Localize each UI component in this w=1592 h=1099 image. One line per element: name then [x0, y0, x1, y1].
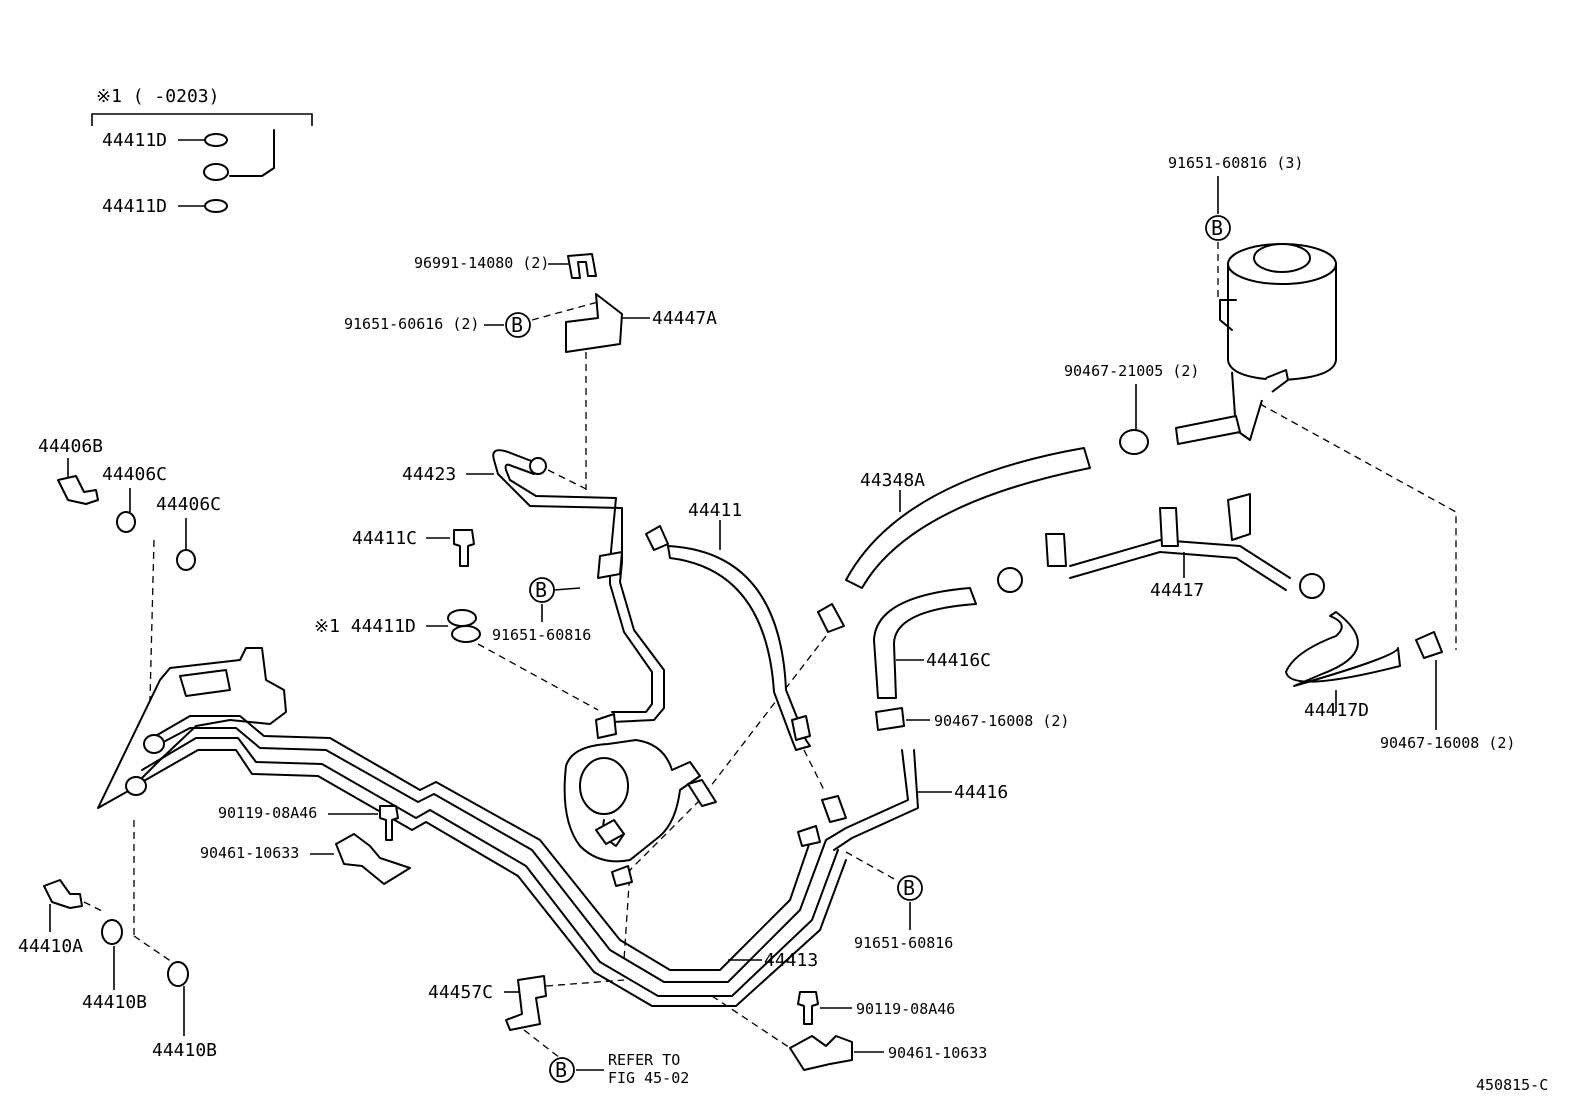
- label-44416c: 44416C: [926, 650, 991, 671]
- pressure-tube-44413-icon: [125, 715, 847, 1007]
- tube-clamp-icon: [789, 1035, 853, 1071]
- hose-44417d-icon: [1285, 611, 1401, 687]
- label-44410b-b: 44410B: [152, 1040, 217, 1061]
- hose-44348a-icon: [845, 447, 1091, 589]
- label-44410b-a: 44410B: [82, 992, 147, 1013]
- label-90119-08a46-a: 90119-08A46: [218, 804, 317, 822]
- gasket-pair-icon: [447, 609, 481, 643]
- clip-icon: [567, 253, 597, 279]
- callout-b-4: B: [897, 875, 923, 901]
- gasket-icon: [101, 919, 123, 945]
- callout-b-1: B: [505, 312, 531, 338]
- label-44417d: 44417D: [1304, 700, 1369, 721]
- label-44413: 44413: [764, 950, 818, 971]
- union-bolt-icon: [57, 475, 99, 505]
- hose-clamp-icon: [1415, 631, 1443, 659]
- inset-label-44411d-top: 44411D: [102, 130, 167, 151]
- inset-variant-box: ※1 ( -0203) 44411D 44411D: [91, 86, 313, 217]
- union-bolt-eye-icon: [203, 163, 229, 181]
- label-96991-14080: 96991-14080 (2): [414, 254, 549, 272]
- callout-letter: B: [555, 1058, 567, 1082]
- gasket-icon: [176, 549, 196, 571]
- hose-clamp-icon: [1299, 573, 1325, 599]
- union-bolt-icon: [43, 879, 83, 909]
- label-44406b: 44406B: [38, 436, 103, 457]
- callout-b-5: B: [549, 1057, 575, 1083]
- callout-letter: B: [511, 313, 523, 337]
- reservoir-tank-icon: [1175, 243, 1337, 445]
- label-44406c-b: 44406C: [156, 494, 221, 515]
- hose-44416c-icon: [873, 587, 977, 699]
- callout-b-3: B: [529, 577, 555, 603]
- pressure-pipe-44416-icon: [797, 749, 919, 851]
- label-44406c-a: 44406C: [102, 464, 167, 485]
- label-44410a: 44410A: [18, 936, 83, 957]
- gasket-icon: [204, 199, 228, 213]
- bolt-icon: [797, 991, 819, 1025]
- label-44447a: 44447A: [652, 308, 717, 329]
- callout-letter: B: [535, 578, 547, 602]
- label-44416: 44416: [954, 782, 1008, 803]
- bracket-icon: [597, 551, 623, 579]
- refer-to-line2: FIG 45-02: [608, 1069, 689, 1087]
- pressure-pipe-44423-icon: [492, 449, 665, 739]
- refer-to-line1: REFER TO: [608, 1051, 680, 1069]
- label-44411c: 44411C: [352, 528, 417, 549]
- gasket-icon: [116, 511, 136, 533]
- label-91651-60816-a: 91651-60816: [492, 626, 591, 644]
- label-91651-60816-b: 91651-60816: [854, 934, 953, 952]
- tube-clamp-icon: [335, 833, 411, 885]
- hose-clamp-icon: [1119, 429, 1149, 455]
- label-44457c: 44457C: [428, 982, 493, 1003]
- callout-letter: B: [903, 876, 915, 900]
- label-44423: 44423: [402, 464, 456, 485]
- return-pipe-44417-icon: [1045, 493, 1291, 591]
- hose-clamp-icon: [875, 707, 905, 731]
- gasket-icon: [204, 133, 228, 147]
- label-44411d-main: ※1 44411D: [314, 616, 416, 637]
- bracket-44447a-icon: [565, 293, 623, 353]
- label-91651-60816-3: 91651-60816 (3): [1168, 154, 1303, 172]
- label-91651-60616: 91651-60616 (2): [344, 315, 479, 333]
- hose-clamp-icon: [817, 603, 845, 633]
- bolt-icon: [379, 805, 399, 841]
- label-44348a: 44348A: [860, 470, 925, 491]
- bolt-icon: [453, 529, 475, 567]
- label-90467-16008-a: 90467-16008 (2): [934, 712, 1069, 730]
- inset-label-44411d-bottom: 44411D: [102, 196, 167, 217]
- callout-letter: B: [1211, 216, 1223, 240]
- label-44411: 44411: [688, 500, 742, 521]
- label-90461-10633-b: 90461-10633: [888, 1044, 987, 1062]
- power-steering-pump-icon: [563, 739, 717, 887]
- pressure-hose-44411-icon: [645, 525, 811, 751]
- gasket-icon: [167, 961, 189, 987]
- label-90467-21005: 90467-21005 (2): [1064, 362, 1199, 380]
- inset-note: ※1 ( -0203): [96, 86, 219, 107]
- bracket-44457c-icon: [505, 975, 547, 1031]
- figure-id: 450815-C: [1476, 1076, 1548, 1094]
- hose-clamp-icon: [997, 567, 1023, 593]
- label-90461-10633-a: 90461-10633: [200, 844, 299, 862]
- label-90467-16008-b: 90467-16008 (2): [1380, 734, 1515, 752]
- label-44417: 44417: [1150, 580, 1204, 601]
- label-90119-08a46-b: 90119-08A46: [856, 1000, 955, 1018]
- callout-b-2: B: [1205, 215, 1231, 241]
